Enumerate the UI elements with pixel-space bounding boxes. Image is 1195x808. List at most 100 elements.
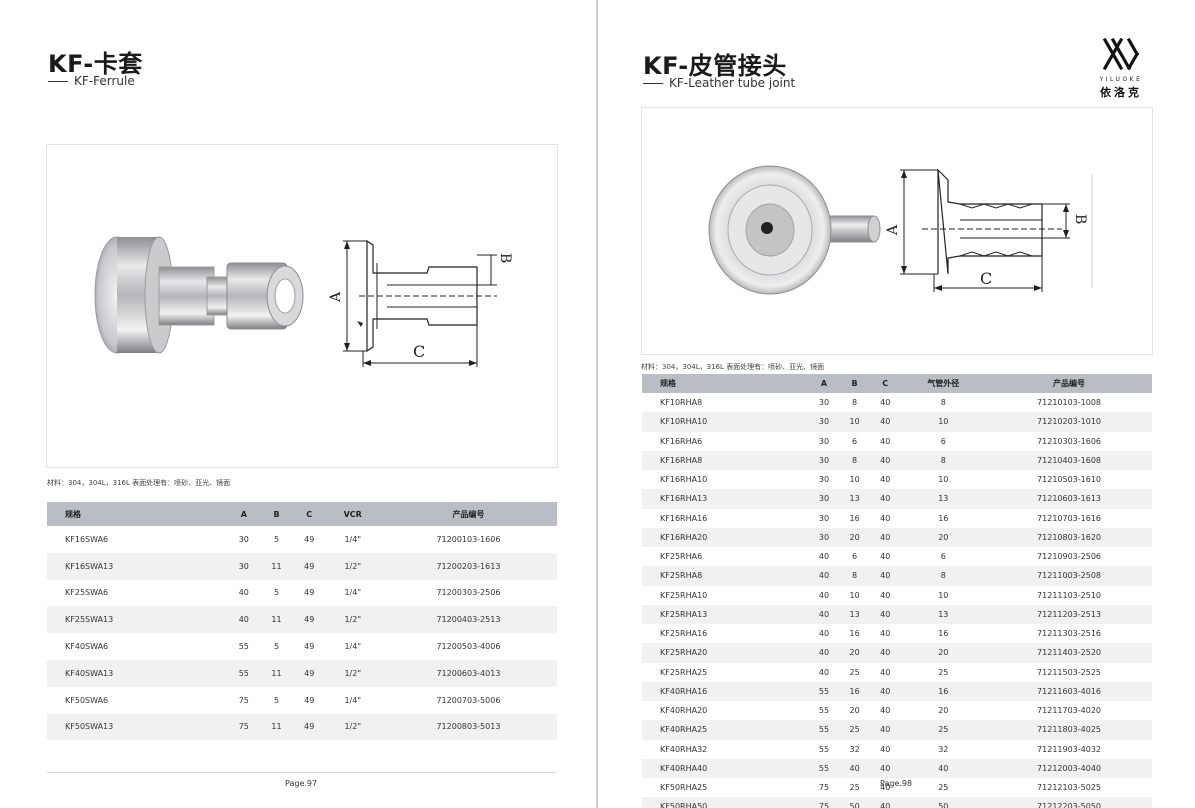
- table-cell: 71212103-5025: [1037, 783, 1102, 793]
- table-cell: 40: [818, 667, 830, 677]
- table-cell: 32: [849, 744, 860, 754]
- page-title: KF-皮管接头: [643, 52, 787, 80]
- brand-logo: YILUOKE 依洛克: [1095, 37, 1147, 100]
- table-cell: 30: [808, 450, 840, 470]
- table-cell: 40: [818, 552, 830, 562]
- table-cell: 71211403-2520: [986, 643, 1152, 663]
- logo-name-cn: 依洛克: [1100, 86, 1142, 99]
- table-cell: 49: [292, 713, 326, 741]
- table-cell: 71210503-1610: [1037, 475, 1102, 485]
- table-cell: 40: [869, 412, 901, 432]
- table-cell: 55: [227, 659, 261, 687]
- table-cell: 10: [900, 412, 987, 432]
- table-cell: 40: [238, 588, 249, 598]
- table-cell: 40: [869, 681, 901, 701]
- table-cell: [380, 740, 557, 767]
- table-cell: 71200503-4006: [436, 642, 501, 652]
- table-cell: KF40RHA25: [642, 720, 809, 740]
- table-cell: 40: [869, 758, 901, 778]
- table-cell: 10: [839, 412, 870, 432]
- table-cell: 30: [238, 534, 249, 544]
- table-cell: 6: [852, 436, 858, 446]
- table-cell: 40: [880, 629, 891, 639]
- table-cell: 71210103-1008: [1037, 398, 1102, 408]
- table-cell: KF40SWA13: [47, 659, 228, 687]
- col-header: B: [260, 502, 293, 526]
- table-cell: 40: [880, 552, 891, 562]
- table-cell: KF25RHA8: [642, 566, 809, 586]
- table-cell: KF25RHA25: [660, 667, 708, 677]
- dim-label-c: C: [980, 269, 992, 288]
- table-cell: 71200203-1613: [379, 552, 557, 580]
- table-cell: 71211003-2508: [986, 566, 1152, 586]
- table-cell: 5: [273, 534, 280, 544]
- table-cell: 30: [818, 436, 830, 446]
- table-cell: 40: [869, 489, 901, 509]
- col-header: B: [839, 374, 870, 393]
- table-cell: KF16RHA10: [660, 475, 708, 485]
- dash-line: [643, 82, 663, 84]
- table-cell: 40: [880, 783, 891, 793]
- page-subtitle: KF-Leather tube joint: [643, 76, 795, 90]
- table-cell: 5: [273, 695, 280, 705]
- subtitle-text: KF-Leather tube joint: [669, 76, 796, 90]
- table-cell: 16: [839, 681, 870, 701]
- table-cell: KF25RHA16: [660, 629, 708, 639]
- table-cell: 40: [869, 797, 901, 808]
- table-cell: KF50RHA50: [642, 797, 809, 808]
- table-cell: 40: [869, 643, 901, 663]
- table-cell: 50: [900, 797, 987, 808]
- col-header: C: [292, 502, 326, 526]
- table-cell: 40: [880, 436, 891, 446]
- table-cell: KF16RHA6: [660, 436, 703, 446]
- table-cell: 40: [227, 606, 261, 634]
- table-cell: 71210403-1608: [986, 450, 1152, 470]
- table-cell: KF50SWA6: [65, 695, 109, 705]
- table-cell: 8: [940, 398, 946, 408]
- table-cell: 71200803-5013: [379, 713, 557, 741]
- table-cell: 55: [808, 720, 840, 740]
- table-cell: 71200303-2506: [436, 588, 501, 598]
- page-title: KF-卡套: [48, 50, 143, 78]
- table-cell: 50: [839, 797, 870, 808]
- table-cell: KF16RHA13: [642, 489, 809, 509]
- table-cell: KF25SWA13: [47, 606, 228, 634]
- table-cell: 71211503-2525: [1037, 667, 1102, 677]
- col-header: A: [227, 502, 261, 526]
- table-cell: 40: [808, 643, 840, 663]
- table-row: [47, 740, 557, 767]
- table-cell: 8: [839, 450, 870, 470]
- table-cell: 6: [940, 552, 946, 562]
- product-image-box: A B C: [641, 107, 1153, 355]
- table-cell: 10: [938, 475, 949, 485]
- table-cell: 40: [880, 744, 891, 754]
- table-cell: 71211203-2513: [986, 604, 1152, 624]
- table-cell: KF50SWA13: [47, 713, 228, 741]
- table-cell: KF25RHA6: [660, 552, 703, 562]
- table-cell: 40: [880, 706, 891, 716]
- table-cell: [47, 740, 227, 767]
- table-cell: KF16RHA20: [642, 527, 809, 547]
- subtitle-text: KF-Ferrule: [74, 74, 135, 88]
- table-cell: 1/4": [344, 534, 362, 544]
- table-cell: 30: [227, 552, 261, 580]
- col-header: 规格: [47, 502, 228, 526]
- table-cell: KF10RHA10: [642, 412, 809, 432]
- ferrule-product-illustration: A B C: [94, 236, 513, 367]
- table-cell: 30: [808, 412, 840, 432]
- product-image-box: A B C: [46, 144, 558, 468]
- table-cell: 49: [292, 606, 326, 634]
- material-note: 材料：304，304L，316L 表面处理有：喷砂、亚光、镜面: [641, 363, 825, 371]
- table-cell: 1/4": [344, 588, 362, 598]
- table-cell: 6: [940, 436, 946, 446]
- page-number: Page.98: [880, 779, 913, 788]
